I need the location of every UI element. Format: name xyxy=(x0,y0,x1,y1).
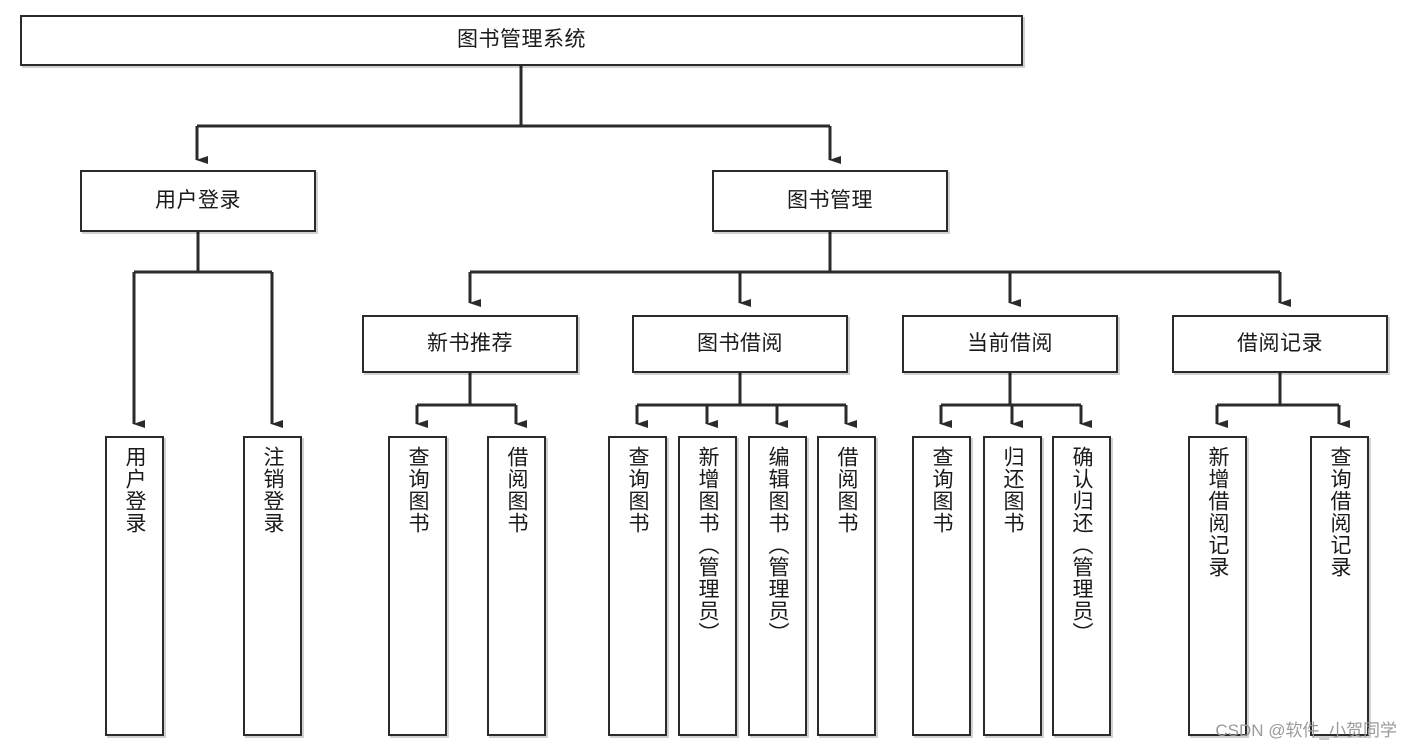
node-leaf-label: 用户登录 xyxy=(123,446,146,534)
node-user-login-label: 用户登录 xyxy=(155,188,241,212)
node-leaf[interactable]: 归还图书 xyxy=(983,436,1042,736)
node-leaf[interactable]: 查询借阅记录 xyxy=(1310,436,1369,736)
node-leaf-label: 借阅图书 xyxy=(505,446,528,534)
node-leaf[interactable]: 新增借阅记录 xyxy=(1188,436,1247,736)
node-leaf-label: 新增图书（管理员） xyxy=(696,446,719,644)
node-leaf-label: 查询图书 xyxy=(626,446,649,534)
node-leaf-label: 归还图书 xyxy=(1001,446,1024,534)
node-leaf-label: 查询图书 xyxy=(930,446,953,534)
node-leaf-label: 注销登录 xyxy=(261,446,284,534)
node-book-management-label: 图书管理 xyxy=(787,188,873,212)
node-root-label: 图书管理系统 xyxy=(457,28,586,52)
node-book-management[interactable]: 图书管理 xyxy=(712,170,948,232)
node-new-book-recommend-label: 新书推荐 xyxy=(427,331,513,355)
node-leaf[interactable]: 查询图书 xyxy=(388,436,447,736)
node-leaf[interactable]: 借阅图书 xyxy=(817,436,876,736)
node-book-borrow-label: 图书借阅 xyxy=(697,331,783,355)
node-leaf[interactable]: 查询图书 xyxy=(608,436,667,736)
node-leaf-label: 查询图书 xyxy=(406,446,429,534)
node-leaf-label: 借阅图书 xyxy=(835,446,858,534)
node-borrow-record-label: 借阅记录 xyxy=(1237,331,1323,355)
node-book-borrow[interactable]: 图书借阅 xyxy=(632,315,848,373)
node-current-borrow-label: 当前借阅 xyxy=(967,331,1053,355)
node-new-book-recommend[interactable]: 新书推荐 xyxy=(362,315,578,373)
node-leaf[interactable]: 确认归还（管理员） xyxy=(1052,436,1111,736)
node-leaf[interactable]: 借阅图书 xyxy=(487,436,546,736)
node-root-system[interactable]: 图书管理系统 xyxy=(20,15,1023,66)
node-leaf-label: 编辑图书（管理员） xyxy=(766,446,789,644)
node-leaf[interactable]: 注销登录 xyxy=(243,436,302,736)
node-leaf[interactable]: 查询图书 xyxy=(912,436,971,736)
node-leaf[interactable]: 用户登录 xyxy=(105,436,164,736)
node-borrow-record[interactable]: 借阅记录 xyxy=(1172,315,1388,373)
node-leaf-label: 确认归还（管理员） xyxy=(1070,446,1093,644)
node-leaf[interactable]: 新增图书（管理员） xyxy=(678,436,737,736)
node-current-borrow[interactable]: 当前借阅 xyxy=(902,315,1118,373)
node-user-login[interactable]: 用户登录 xyxy=(80,170,316,232)
node-leaf-label: 查询借阅记录 xyxy=(1328,446,1351,578)
node-leaf-label: 新增借阅记录 xyxy=(1206,446,1229,578)
node-leaf[interactable]: 编辑图书（管理员） xyxy=(748,436,807,736)
